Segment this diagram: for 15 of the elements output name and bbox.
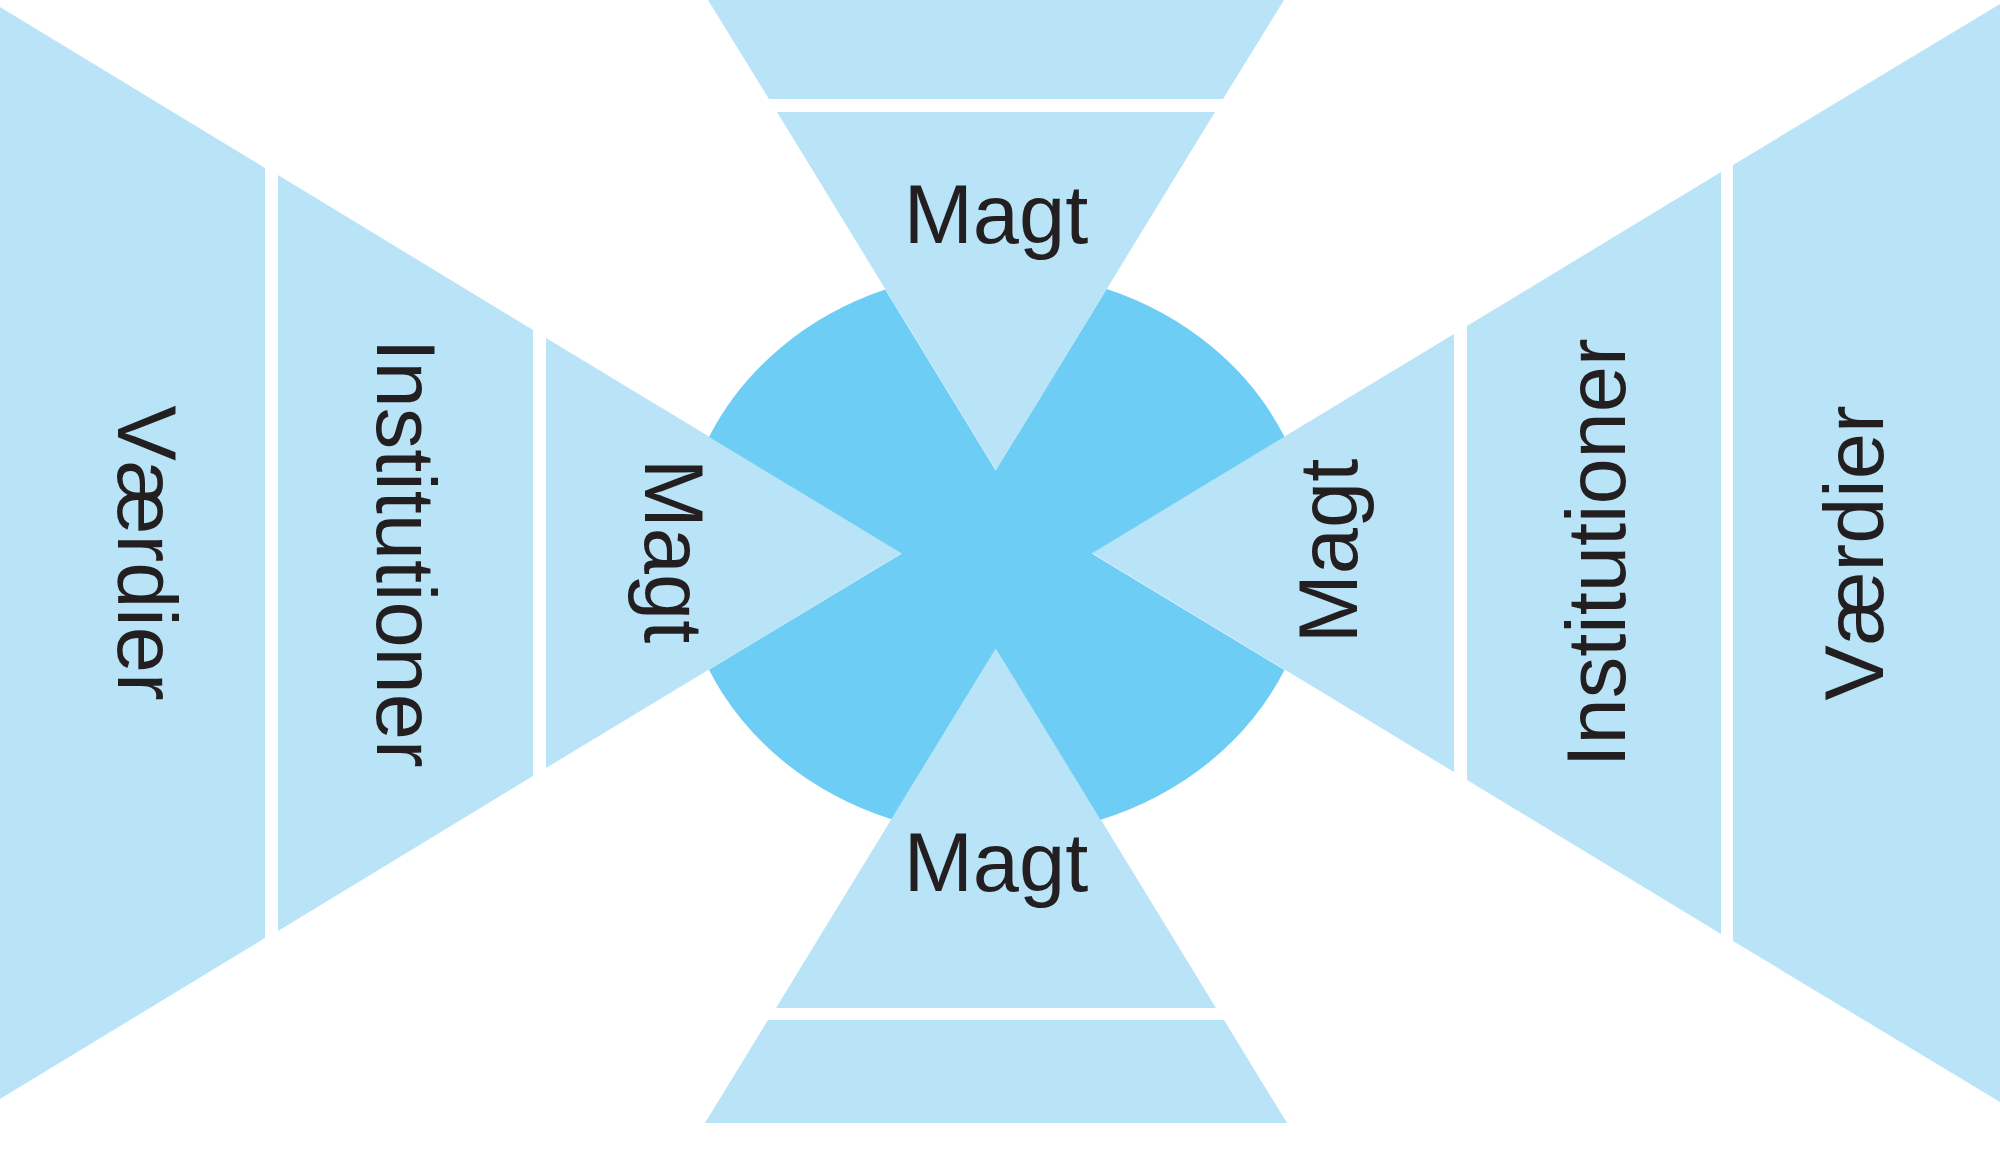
funnel-segment	[278, 175, 533, 931]
segment-label: Institutioner	[1554, 338, 1638, 768]
funnel-segment	[0, 7, 265, 1099]
funnel-segment	[1092, 334, 1454, 772]
hub-region	[709, 288, 1285, 820]
funnel-segment	[705, 1020, 1287, 1123]
funnel-segment	[1467, 172, 1721, 934]
funnel-segment	[546, 338, 902, 768]
funnel-segment	[776, 648, 1216, 1008]
funnel-segment	[708, 0, 1284, 99]
segment-label: Værdier	[104, 405, 188, 701]
funnel-segment	[1733, 4, 2000, 1102]
funnel-segment	[777, 112, 1215, 470]
segment-label: Institutioner	[363, 338, 447, 768]
segment-label: Værdier	[1812, 405, 1896, 701]
